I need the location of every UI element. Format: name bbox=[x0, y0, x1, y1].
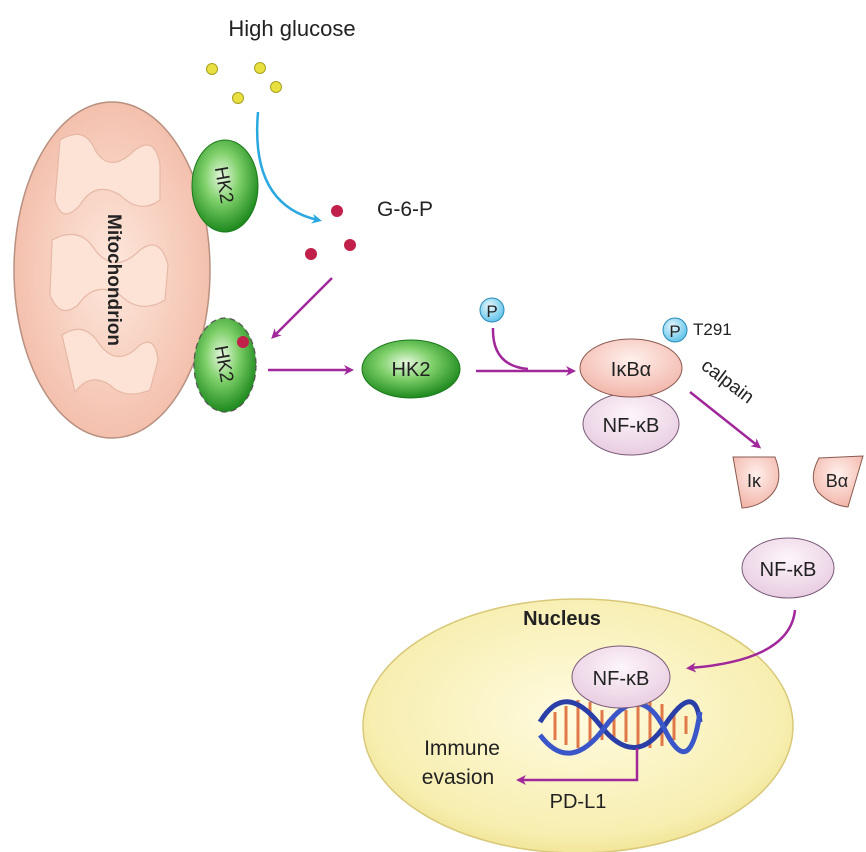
arrow-calpain bbox=[689, 391, 762, 449]
g6p-label: G-6-P bbox=[377, 198, 433, 221]
nfkb-nucleus-label: NF-κB bbox=[593, 668, 650, 690]
hk2-free bbox=[361, 339, 461, 399]
nfkb-nucleus bbox=[571, 645, 671, 709]
nfkb-free bbox=[741, 537, 835, 599]
phospho-badge-t291 bbox=[662, 317, 688, 343]
calpain-label: calpain bbox=[697, 355, 758, 408]
ikba-nfkb-complex bbox=[579, 338, 683, 456]
glucose-dots bbox=[206, 62, 282, 104]
phospho2-label: P bbox=[669, 322, 680, 341]
mitochondrion-label: Mitochondrion bbox=[103, 214, 124, 346]
arrow-pdl1 bbox=[516, 748, 639, 785]
arrow-g6p-to-hk2 bbox=[271, 277, 333, 339]
nfkb-free-label: NF-κB bbox=[760, 559, 817, 581]
blue-arrow bbox=[255, 111, 322, 224]
ba-label: Bα bbox=[826, 471, 848, 491]
nfkb-complex-label: NF-κB bbox=[603, 415, 660, 437]
t291-label: T291 bbox=[693, 320, 732, 339]
phospho-badge bbox=[479, 297, 505, 323]
mitochondrion bbox=[13, 101, 211, 439]
ik-fragment bbox=[732, 456, 780, 509]
dna-helix bbox=[537, 699, 703, 756]
g6p-dots bbox=[305, 205, 356, 260]
ikba-label: IκBα bbox=[611, 359, 651, 381]
hk2-bottom bbox=[193, 317, 257, 413]
immune-label-line1: Immune bbox=[424, 737, 500, 760]
ba-fragment bbox=[812, 455, 864, 508]
high-glucose-label: High glucose bbox=[228, 16, 355, 41]
ik-label: Iκ bbox=[747, 471, 762, 491]
immune-label-line2: evasion bbox=[422, 766, 494, 789]
arrow-nfkb-import bbox=[686, 609, 797, 673]
g6p-bound-dot bbox=[237, 336, 249, 348]
pdl1-label: PD-L1 bbox=[550, 791, 607, 813]
hk2-free-label: HK2 bbox=[392, 359, 431, 381]
nucleus-label: Nucleus bbox=[523, 608, 601, 630]
phospho-transfer-curve bbox=[491, 327, 529, 371]
phospho-label: P bbox=[486, 302, 497, 321]
hk2-top bbox=[191, 139, 259, 233]
